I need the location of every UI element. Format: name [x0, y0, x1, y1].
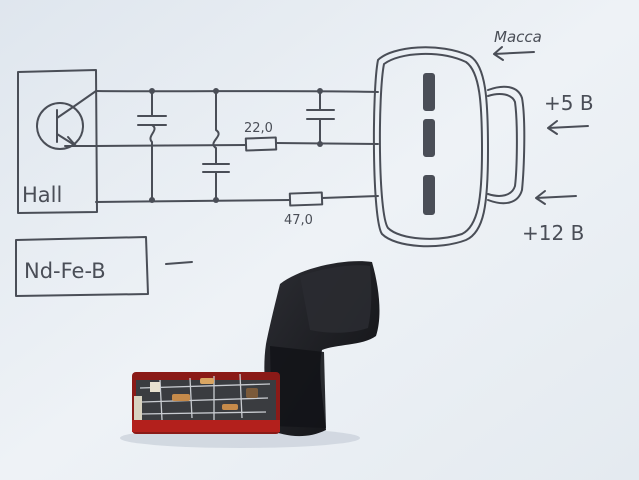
resistor-47	[288, 191, 324, 207]
hall-label: Hall	[22, 183, 62, 207]
transistor-circle	[36, 102, 84, 150]
ground-label: Масса	[494, 28, 542, 46]
transistor-collector	[56, 90, 97, 119]
connector-latch	[487, 85, 526, 205]
connector-outline	[372, 46, 489, 248]
magnet-box	[15, 236, 149, 297]
hall-sensor-box	[17, 69, 98, 214]
magnet-dash	[165, 261, 193, 265]
arrow-ground	[493, 46, 535, 61]
resistor-22	[244, 136, 278, 152]
capacitor-c1	[137, 90, 167, 201]
magnet-label: Nd-Fe-B	[24, 259, 106, 283]
capacitor-c2	[202, 90, 230, 201]
wire-top	[95, 90, 379, 93]
transistor-arrow	[64, 136, 77, 147]
arrow-12v	[535, 190, 577, 205]
plus5v-label: +5 В	[544, 91, 594, 115]
resistor-47-label: 47,0	[284, 213, 313, 228]
wire-middle	[95, 142, 379, 147]
resistor-22-label: 22,0	[244, 121, 273, 136]
plus12v-label: +12 В	[522, 221, 584, 245]
sensor-components	[139, 373, 271, 421]
arrow-5v	[547, 120, 589, 135]
physical-sensor-photo	[120, 261, 380, 448]
wire-bottom	[95, 195, 379, 203]
connector-pins	[423, 73, 435, 215]
schematic-drawing	[15, 46, 589, 297]
capacitor-c3	[306, 90, 335, 145]
